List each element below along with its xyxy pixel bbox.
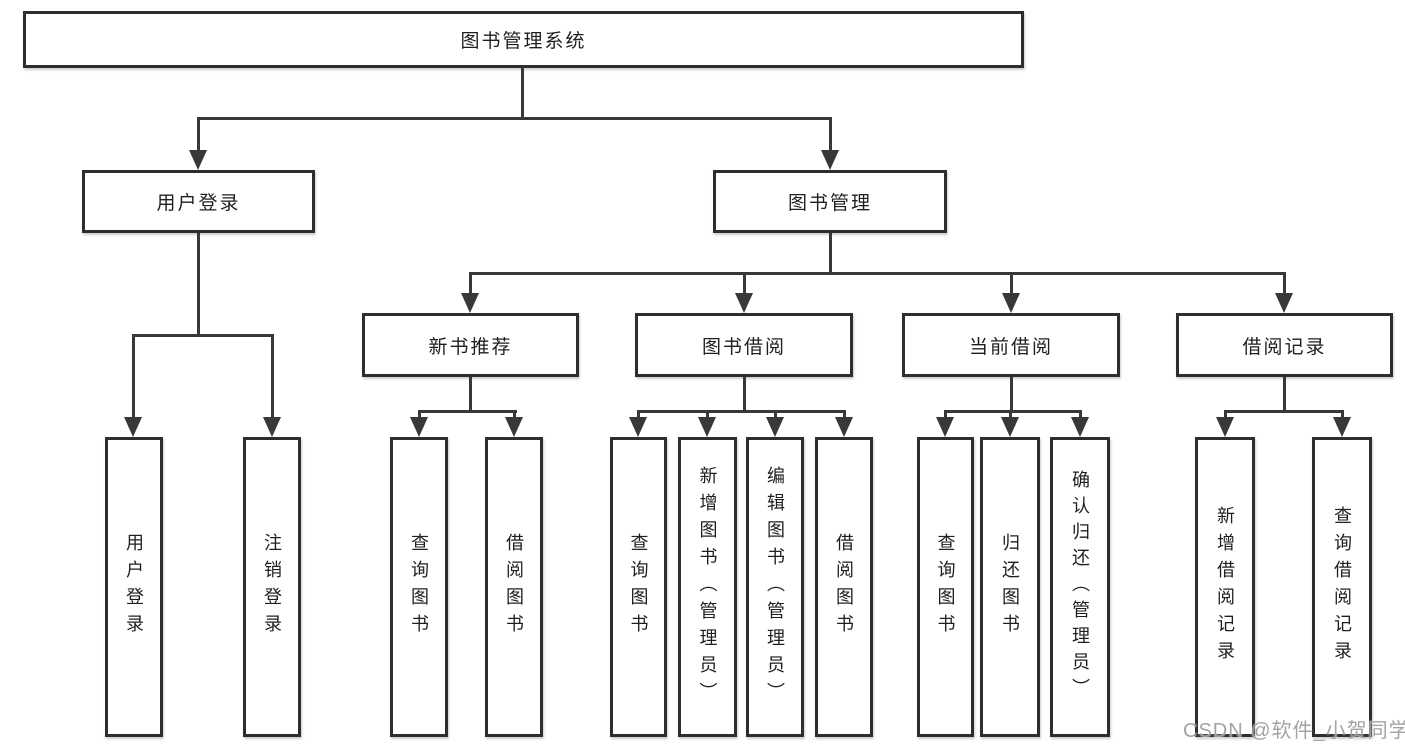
leaf-query-books-borrowing: 查询图书 xyxy=(610,437,667,737)
connector xyxy=(469,272,1286,275)
arrowhead xyxy=(629,417,647,437)
node-label: 图书管理系统 xyxy=(460,31,587,52)
arrowhead xyxy=(189,150,207,170)
arrowhead xyxy=(1001,417,1019,437)
node-user-login: 用户登录 xyxy=(82,170,315,233)
arrowhead xyxy=(1216,417,1234,437)
leaf-label: 注销登录 xyxy=(262,533,282,641)
arrowhead xyxy=(821,150,839,170)
leaf-return-book: 归还图书 xyxy=(980,437,1040,737)
connector xyxy=(469,377,472,413)
connector xyxy=(843,410,846,420)
node-current-borrowing: 当前借阅 xyxy=(902,313,1120,377)
leaf-label: 查询图书 xyxy=(628,533,649,641)
leaf-query-borrow-record: 查询借阅记录 xyxy=(1312,437,1372,737)
connector xyxy=(1009,410,1012,420)
node-book-borrowing: 图书借阅 xyxy=(635,313,853,377)
arrowhead xyxy=(124,417,142,437)
leaf-borrow-books-borrowing: 借阅图书 xyxy=(815,437,873,737)
arrowhead xyxy=(461,293,479,313)
arrowhead xyxy=(698,417,716,437)
connector xyxy=(197,117,200,153)
leaf-label: 查询图书 xyxy=(409,533,429,641)
connector xyxy=(944,410,947,420)
arrowhead xyxy=(735,293,753,313)
connector xyxy=(132,334,135,419)
leaf-label: 借阅图书 xyxy=(504,533,524,641)
connector xyxy=(743,272,746,296)
arrowhead xyxy=(1333,417,1351,437)
connector xyxy=(1341,410,1344,420)
connector xyxy=(637,410,640,420)
connector xyxy=(743,377,746,413)
leaf-user-login: 用户登录 xyxy=(105,437,163,737)
connector xyxy=(829,117,832,153)
arrowhead xyxy=(936,417,954,437)
arrowhead xyxy=(766,417,784,437)
leaf-label: 编辑图书（管理员） xyxy=(765,465,785,709)
connector xyxy=(829,233,832,275)
connector xyxy=(1010,377,1013,413)
node-label: 图书管理 xyxy=(787,193,872,214)
node-label: 新书推荐 xyxy=(428,336,513,358)
connector xyxy=(1224,410,1344,413)
leaf-label: 新增借阅记录 xyxy=(1215,506,1235,668)
leaf-label: 归还图书 xyxy=(1000,533,1020,641)
leaf-label: 新增图书（管理员） xyxy=(697,465,718,709)
arrowhead xyxy=(835,417,853,437)
node-label: 借阅记录 xyxy=(1242,336,1327,358)
connector xyxy=(271,334,274,419)
leaf-label: 查询借阅记录 xyxy=(1332,506,1352,668)
connector xyxy=(197,233,200,337)
arrowhead xyxy=(1071,417,1089,437)
connector xyxy=(1079,410,1082,420)
arrowhead xyxy=(263,417,281,437)
arrowhead xyxy=(410,417,428,437)
leaf-label: 查询图书 xyxy=(935,533,956,641)
node-label: 用户登录 xyxy=(156,193,241,214)
connector xyxy=(132,334,274,337)
connector xyxy=(521,68,524,120)
leaf-label: 借阅图书 xyxy=(834,533,854,641)
leaf-borrow-books-recommend: 借阅图书 xyxy=(485,437,543,737)
leaf-query-books-recommend: 查询图书 xyxy=(390,437,448,737)
leaf-add-book-admin: 新增图书（管理员） xyxy=(678,437,737,737)
leaf-add-borrow-record: 新增借阅记录 xyxy=(1195,437,1255,737)
leaf-edit-book-admin: 编辑图书（管理员） xyxy=(746,437,804,737)
connector xyxy=(1224,410,1227,420)
connector xyxy=(1283,272,1286,296)
connector xyxy=(944,410,1082,413)
connector xyxy=(418,410,421,420)
connector xyxy=(1283,377,1286,413)
node-book-management: 图书管理 xyxy=(713,170,947,233)
node-label: 当前借阅 xyxy=(968,336,1053,358)
leaf-confirm-return-admin: 确认归还（管理员） xyxy=(1050,437,1110,737)
node-library-management-system: 图书管理系统 xyxy=(23,11,1024,68)
leaf-logout: 注销登录 xyxy=(243,437,301,737)
connector xyxy=(774,410,777,420)
arrowhead xyxy=(1002,293,1020,313)
arrowhead xyxy=(1275,293,1293,313)
node-new-book-recommendation: 新书推荐 xyxy=(362,313,579,377)
connector xyxy=(197,117,832,120)
leaf-query-books-current: 查询图书 xyxy=(917,437,974,737)
node-borrowing-records: 借阅记录 xyxy=(1176,313,1393,377)
connector xyxy=(469,272,472,296)
connector xyxy=(706,410,709,420)
arrowhead xyxy=(505,417,523,437)
connector xyxy=(513,410,516,420)
connector xyxy=(418,410,517,413)
leaf-label: 用户登录 xyxy=(124,533,144,641)
csdn-watermark: CSDN @软件_小贺同学 xyxy=(1183,720,1405,742)
node-label: 图书借阅 xyxy=(701,336,786,358)
connector xyxy=(1010,272,1013,296)
leaf-label: 确认归还（管理员） xyxy=(1070,470,1090,704)
connector xyxy=(637,410,846,413)
